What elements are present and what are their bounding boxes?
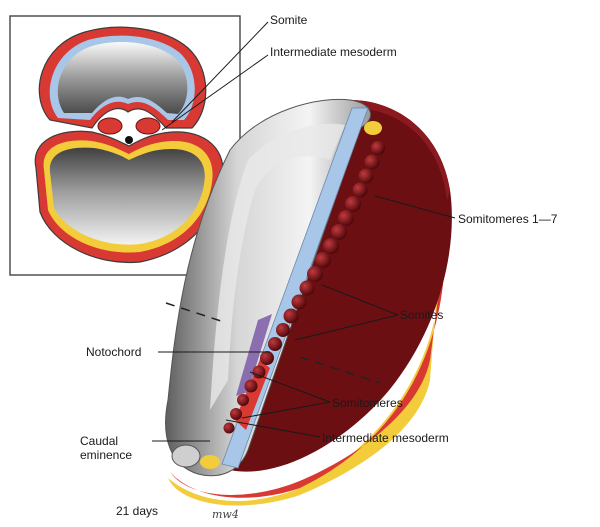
inset-somite-right (136, 118, 160, 134)
label-caudal-eminence: Caudal eminence (80, 434, 160, 462)
label-intermediate-mesoderm-inset: Intermediate mesoderm (270, 45, 397, 59)
label-intermediate-mesoderm: Intermediate mesoderm (322, 431, 449, 445)
label-age: 21 days (116, 504, 158, 518)
label-somitomeres-1-7: Somitomeres 1—7 (458, 212, 557, 226)
caudal-eminence (172, 445, 200, 467)
inset-notochord (125, 136, 133, 144)
artist-signature: mw4 (212, 508, 239, 522)
label-somites: Somites (400, 308, 443, 322)
label-somitomeres: Somitomeres (332, 396, 403, 410)
label-somite: Somite (270, 13, 307, 27)
label-notochord: Notochord (86, 345, 141, 359)
inset-somite-left (98, 118, 122, 134)
